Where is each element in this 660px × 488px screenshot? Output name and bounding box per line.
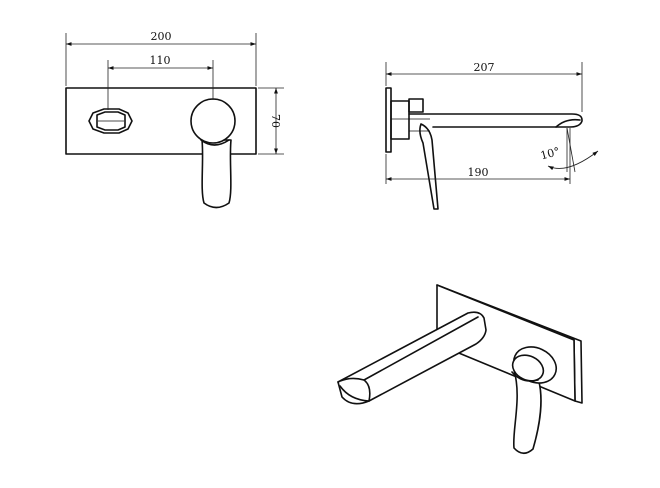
- angle-indicator: [547, 127, 599, 173]
- isometric-view: [337, 284, 583, 455]
- iso-spout: [337, 311, 487, 405]
- front-wall-plate: [65, 87, 257, 155]
- side-spout: [408, 113, 583, 128]
- front-lever-handle: [190, 98, 236, 209]
- dim-center-distance: 110: [150, 54, 171, 67]
- iso-lever-handle: [511, 346, 557, 455]
- side-lever-handle: [409, 123, 439, 210]
- front-diverter-knob: [88, 108, 133, 134]
- dim-spout-total: 207: [474, 61, 495, 74]
- dim-angle: 10°: [539, 145, 561, 163]
- side-valve-body: [390, 98, 430, 140]
- side-view: 207 190 10°: [385, 61, 599, 210]
- dim-spout-reach: 190: [468, 166, 489, 179]
- dim-overall-width: 200: [151, 30, 172, 43]
- front-view: 200 110 70: [65, 30, 284, 209]
- dim-height: 70: [269, 114, 282, 128]
